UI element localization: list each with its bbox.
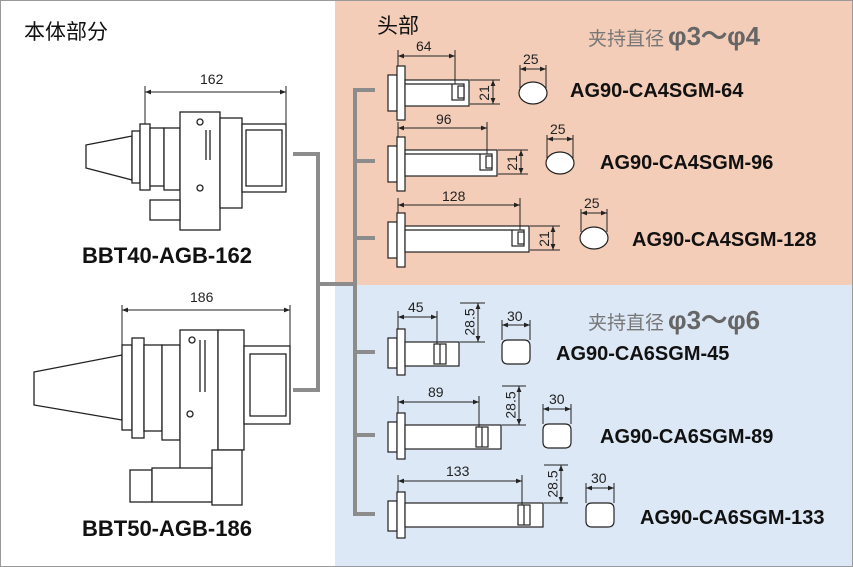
head-drawing-ca6-89 — [387, 412, 572, 460]
body-dimension-label: 186 — [190, 289, 214, 305]
head-length-label: 64 — [416, 38, 432, 54]
head-drawing-ca4-64 — [387, 65, 548, 121]
head-dims-ca4-128 — [397, 198, 608, 251]
clamp-range-value: φ3～φ4 — [668, 21, 761, 51]
head-model-label: AG90-CA6SGM-133 — [640, 507, 825, 529]
head-width-label: 25 — [584, 195, 600, 211]
head-length-label: 133 — [446, 463, 470, 479]
head-length-label: 89 — [428, 384, 444, 400]
head-model-label: AG90-CA6SGM-45 — [556, 343, 730, 365]
clamp-range-label: 夹持直径 — [588, 28, 665, 50]
head-dims-ca4-64 — [397, 50, 547, 105]
body-model-label: BBT40-AGB-162 — [82, 243, 252, 268]
head-dims-ca6-45 — [397, 302, 531, 344]
head-dims-ca6-89 — [397, 385, 572, 427]
head-width-label: 25 — [550, 121, 566, 137]
head-dims-ca4-96 — [397, 122, 574, 175]
head-length-label: 128 — [442, 188, 466, 204]
head-width-label: 30 — [549, 391, 565, 407]
body-dimension-label: 162 — [200, 71, 224, 87]
head-width-label: 30 — [507, 308, 523, 324]
bbt40-dimension — [144, 86, 287, 124]
body-model-label: BBT50-AGB-186 — [82, 516, 252, 541]
head-width-label: 25 — [523, 51, 539, 67]
bbt50-dimension — [121, 305, 291, 346]
head-dims-ca6-133 — [397, 464, 615, 505]
head-model-label: AG90-CA4SGM-128 — [632, 229, 817, 251]
bbt50-body-drawing — [33, 329, 291, 506]
head-model-label: AG90-CA4SGM-64 — [570, 80, 744, 102]
head-model-label: AG90-CA4SGM-96 — [600, 152, 774, 174]
head-length-label: 45 — [408, 299, 424, 315]
bbt40-body-drawing — [85, 111, 287, 231]
connector-lines — [293, 88, 375, 516]
head-width-label: 30 — [591, 470, 607, 486]
head-drawing-ca6-133 — [387, 491, 615, 539]
head-section-title: 头部 — [377, 14, 419, 38]
head-drawing-ca4-128 — [387, 212, 609, 268]
clamp-range-value: φ3～φ6 — [668, 305, 761, 335]
head-model-label: AG90-CA6SGM-89 — [600, 426, 774, 448]
body-section-title: 本体部分 — [24, 20, 108, 44]
head-drawing-ca6-45 — [387, 328, 531, 376]
head-drawing-ca4-96 — [387, 136, 575, 192]
head-length-label: 96 — [436, 111, 452, 127]
clamp-range-label: 夹持直径 — [588, 312, 665, 334]
